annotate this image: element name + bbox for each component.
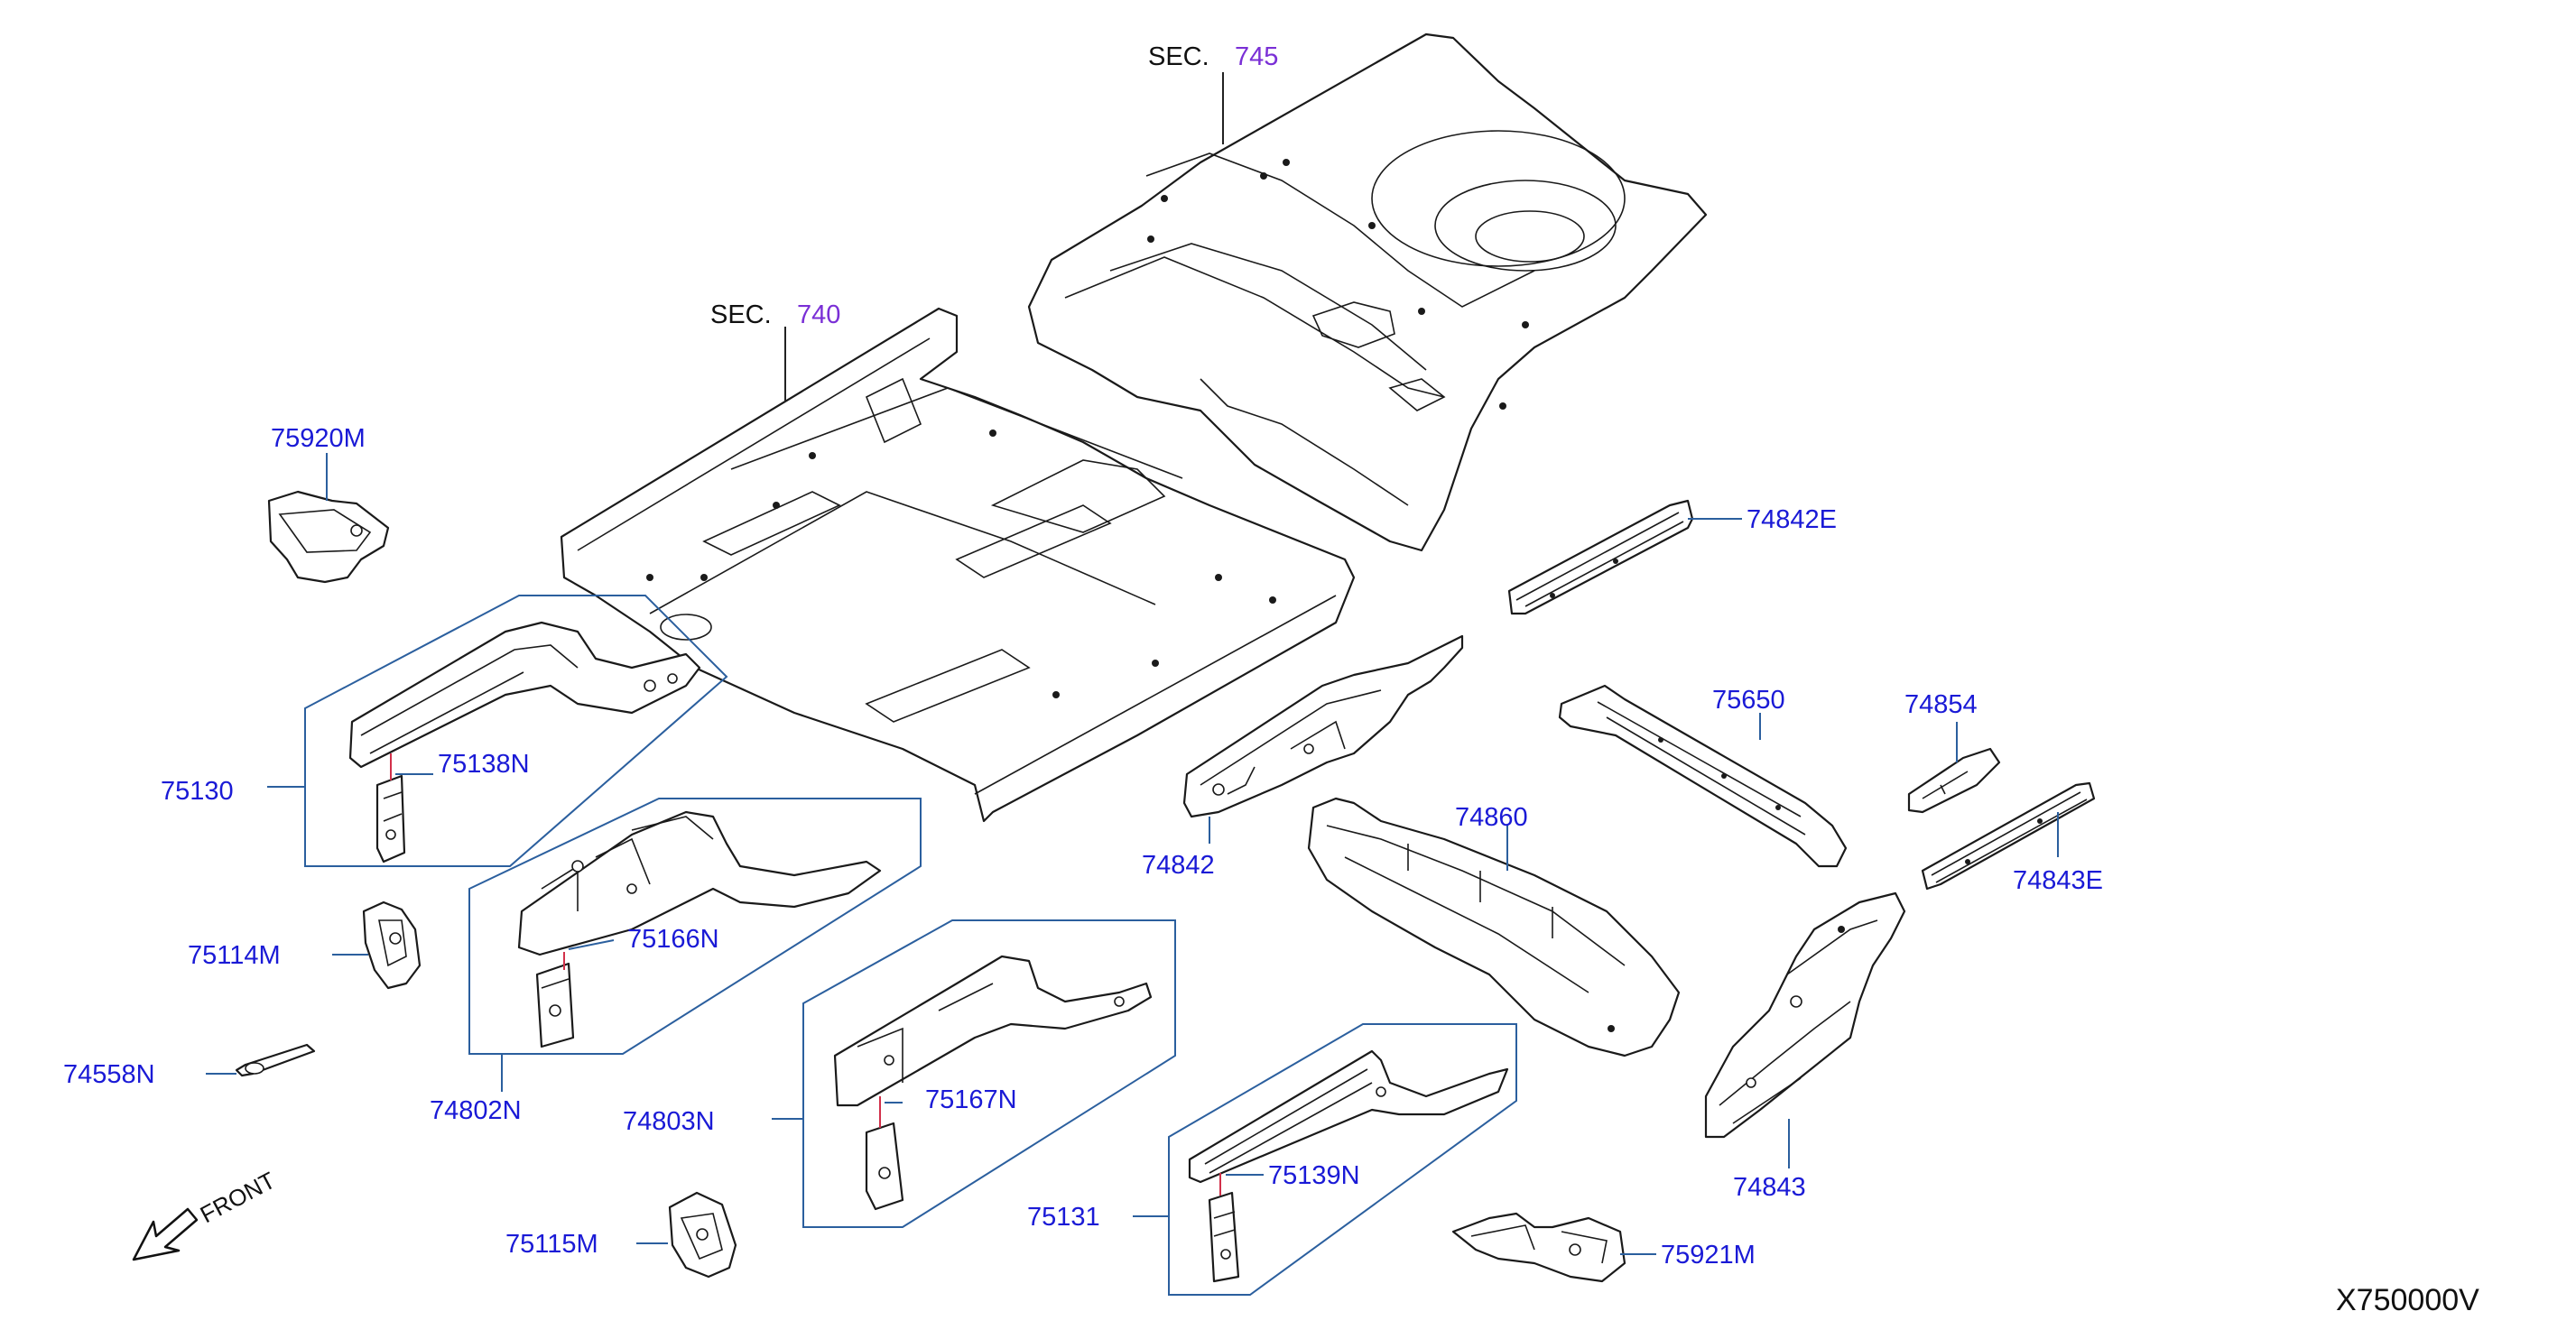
part-75921M-bracket xyxy=(1451,1212,1656,1283)
section-number[interactable]: 740 xyxy=(797,300,840,329)
part-number-75167N[interactable]: 75167N xyxy=(925,1085,1017,1114)
diagram-code: X750000V xyxy=(2336,1283,2479,1317)
section-prefix: SEC. xyxy=(710,300,772,329)
part-75114M-bracket xyxy=(332,900,422,990)
section-callout-745: SEC. 745 xyxy=(1148,42,1278,144)
part-number-74843[interactable]: 74843 xyxy=(1733,1173,1806,1202)
part-number-74854[interactable]: 74854 xyxy=(1904,690,1978,719)
rear-floor-panel xyxy=(1027,32,1708,552)
callout-group-74802N xyxy=(468,798,922,1092)
part-74842-side-member xyxy=(1182,634,1464,844)
part-74854-bracket xyxy=(1907,722,2001,814)
callout-group-74803N xyxy=(772,919,1176,1228)
part-number-75166N[interactable]: 75166N xyxy=(627,925,719,954)
part-74843E-rail xyxy=(1921,781,2096,891)
part-number-74843E[interactable]: 74843E xyxy=(2013,866,2103,895)
callout-group-75130 xyxy=(267,595,728,867)
part-number-75131[interactable]: 75131 xyxy=(1027,1203,1100,1232)
part-75115M-bracket xyxy=(636,1191,737,1279)
part-number-74842[interactable]: 74842 xyxy=(1142,851,1215,880)
part-number-75114M[interactable]: 75114M xyxy=(188,941,281,970)
part-number-74860[interactable]: 74860 xyxy=(1455,803,1528,832)
section-prefix: SEC. xyxy=(1148,42,1209,71)
part-74558N-pin xyxy=(206,1043,316,1077)
part-number-75130[interactable]: 75130 xyxy=(161,777,234,806)
part-74860-floor-member xyxy=(1307,797,1681,1057)
part-74842E-rail xyxy=(1507,499,1742,615)
arrow-down-left-icon xyxy=(132,1207,199,1261)
section-number[interactable]: 745 xyxy=(1235,42,1278,71)
part-number-75921M[interactable]: 75921M xyxy=(1661,1241,1756,1270)
part-number-75115M[interactable]: 75115M xyxy=(505,1230,598,1259)
front-direction-arrow: FRONT xyxy=(132,1167,280,1261)
part-number-74802N[interactable]: 74802N xyxy=(430,1096,522,1125)
part-number-75138N[interactable]: 75138N xyxy=(438,750,530,779)
part-74843-side-member xyxy=(1704,891,1906,1168)
part-75920M-bracket xyxy=(267,453,390,584)
part-number-75650[interactable]: 75650 xyxy=(1712,686,1785,715)
part-number-74558N[interactable]: 74558N xyxy=(63,1060,155,1089)
section-callout-740: SEC. 740 xyxy=(710,300,840,402)
part-number-75920M[interactable]: 75920M xyxy=(271,424,366,453)
part-number-75139N[interactable]: 75139N xyxy=(1268,1161,1360,1190)
part-75650-crossmember xyxy=(1558,684,1848,868)
part-number-74803N[interactable]: 74803N xyxy=(623,1107,715,1136)
part-number-74842E[interactable]: 74842E xyxy=(1747,505,1837,534)
callout-group-75131 xyxy=(1133,1023,1517,1296)
front-label: FRONT xyxy=(196,1167,280,1229)
